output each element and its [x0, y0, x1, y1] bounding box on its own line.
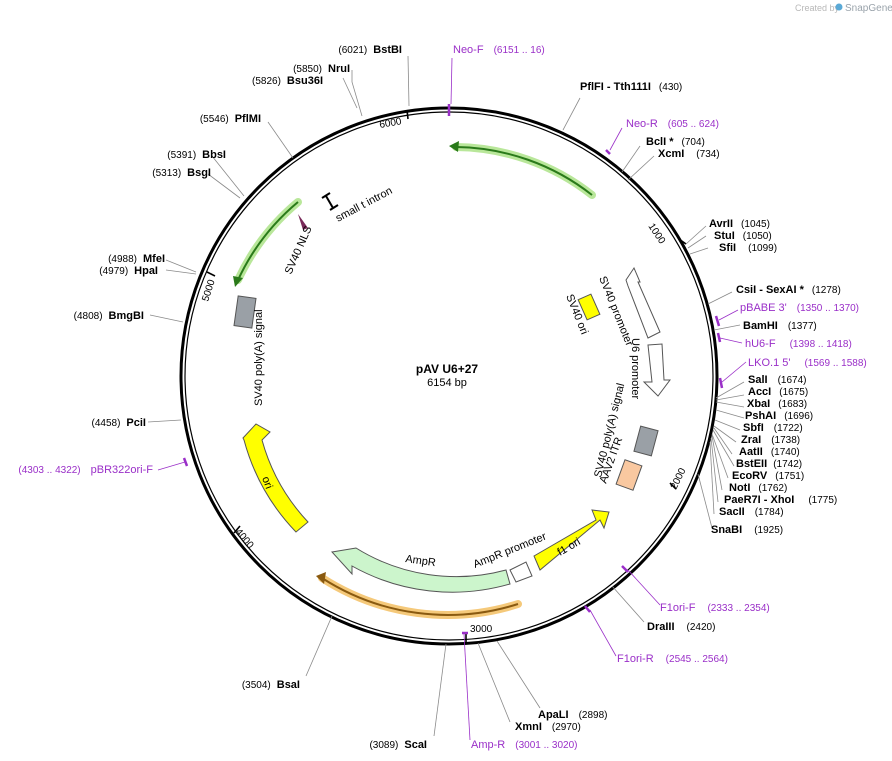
enzyme-label-ecorv: EcoRV(1751)	[732, 470, 804, 482]
enzyme-label-bsgi: (5313)BsgI	[152, 167, 211, 179]
enzyme-label-sali: SalI(1674)	[748, 374, 806, 386]
enzyme-leader-lines	[147, 55, 745, 737]
label-small-t-intron: small t intron	[334, 185, 395, 225]
label-ampr-promoter: AmpR promoter	[472, 530, 549, 570]
enzyme-label-hpai: (4979)HpaI	[99, 265, 158, 277]
enzyme-label-bbsi: (5391)BbsI	[167, 149, 226, 161]
f1-ori-arrow	[533, 509, 610, 571]
enzyme-label-acci: AccI(1675)	[748, 386, 808, 398]
enzyme-label-pcii: (4458)PciI	[92, 417, 146, 429]
sv40-polya-left-box	[233, 295, 257, 329]
enzyme-label-scai: (3089)ScaI	[369, 739, 427, 751]
sv40-polya-right-box	[633, 425, 659, 457]
enzyme-label-xcmi: XcmI(734)	[658, 148, 720, 160]
tick-label-1000: 1000	[646, 222, 668, 247]
label-ampr: AmpR	[405, 553, 437, 569]
sv40-promoter-arrow	[625, 266, 661, 339]
primer-label-f1ori-f: F1ori-F(2333 .. 2354)	[660, 602, 770, 614]
enzyme-label-csii: CsiI - SexAI *(1278)	[736, 284, 841, 296]
label-sv40-polya-left: SV40 poly(A) signal	[253, 309, 265, 406]
enzyme-label-bsai: (3504)BsaI	[242, 679, 300, 691]
small-t-intron-marker	[321, 192, 339, 211]
primer-leader-lines	[157, 57, 747, 741]
enzyme-label-bcli: BclI *(704)	[646, 136, 705, 148]
enzyme-label-avrii: AvrII(1045)	[709, 218, 770, 230]
sv40-large-t-arrow	[233, 198, 302, 287]
enzyme-label-sacii: SacII(1784)	[719, 506, 784, 518]
sv40-nls-marker	[298, 214, 308, 230]
primer-label-neo-f: Neo-F(6151 .. 16)	[453, 44, 545, 56]
u6-promoter-arrow	[642, 343, 671, 397]
plasmid-size: 6154 bp	[427, 377, 467, 389]
tick-label-3000: 3000	[470, 624, 493, 635]
enzyme-label-bsu36i: (5826)Bsu36I	[252, 75, 323, 87]
enzyme-label-stui: StuI(1050)	[714, 230, 772, 242]
primer-label-f1ori-r: F1ori-R(2545 .. 2564)	[617, 653, 728, 665]
enzyme-label-xmni: XmnI(2970)	[515, 721, 581, 733]
ampr-arrow	[331, 547, 511, 593]
credit-prefix: Created by	[795, 3, 840, 13]
enzyme-label-nrui: (5850)NruI	[293, 63, 350, 75]
primer-label-neo-r: Neo-R(605 .. 624)	[626, 118, 719, 130]
primer-label-amp-r: Amp-R(3001 .. 3020)	[471, 739, 578, 751]
label-ori: ori	[259, 475, 274, 491]
label-f1-ori: f1 ori	[556, 536, 583, 559]
enzyme-label-aatii: AatII(1740)	[739, 446, 800, 458]
enzyme-label-bsteii: BstEII(1742)	[736, 458, 802, 470]
enzyme-label-sbfi: SbfI(1722)	[743, 422, 803, 434]
primer-label-pbabe-3: pBABE 3'(1350 .. 1370)	[740, 302, 859, 314]
label-u6-promoter: U6 promoter	[629, 338, 641, 399]
sv40-ori-box	[577, 293, 601, 321]
enzyme-label-pshai: PshAI(1696)	[745, 410, 813, 422]
tick-marks	[206, 109, 687, 643]
enzyme-label-mfei: (4988)MfeI	[108, 253, 165, 265]
enzyme-label-pflmi: (5546)PflMI	[200, 113, 261, 125]
ampr-promoter-arrow	[509, 561, 533, 583]
enzyme-label-zrai: ZraI(1738)	[741, 434, 800, 446]
enzyme-label-apali: ApaLI(2898)	[538, 709, 607, 721]
enzyme-label-bmgbi: (4808)BmgBI	[74, 310, 144, 322]
primer-label-lko1-5: LKO.1 5'(1569 .. 1588)	[748, 357, 867, 369]
tick-label-6000: 6000	[379, 116, 403, 131]
enzyme-label-bstbi: (6021)BstBI	[338, 44, 402, 56]
enzyme-label-bamhi: BamHI(1377)	[743, 320, 817, 332]
enzyme-label-sfii: SfiI(1099)	[719, 242, 777, 254]
snapgene-logo-icon	[835, 3, 843, 11]
amp-bottom-arc	[316, 572, 522, 619]
enzyme-label-paer7i: PaeR7I - XhoI(1775)	[724, 494, 837, 506]
aav2-itr-box	[615, 459, 643, 491]
primer-markers	[182, 104, 724, 635]
enzyme-label-xbai: XbaI(1683)	[747, 398, 807, 410]
enzyme-label-noti: NotI(1762)	[729, 482, 787, 494]
enzyme-label-pflfi: PflFI - Tth111I(430)	[580, 81, 682, 93]
ori-arrow	[242, 423, 309, 533]
enzyme-label-draiii: DraIII(2420)	[647, 621, 715, 633]
primer-label-pbr322ori-f: (4303 .. 4322)pBR322ori-F	[18, 464, 153, 476]
tick-label-2000: 2000	[669, 466, 689, 491]
label-sv40-nls: SV40 NLS	[283, 224, 315, 276]
primer-label-hu6-f: hU6-F(1398 .. 1418)	[745, 338, 852, 350]
credit-brand: SnapGene	[845, 3, 892, 14]
enzyme-label-snabi: SnaBI(1925)	[711, 524, 783, 536]
plasmid-name: pAV U6+27	[416, 362, 478, 376]
neo-arrow	[449, 141, 596, 199]
